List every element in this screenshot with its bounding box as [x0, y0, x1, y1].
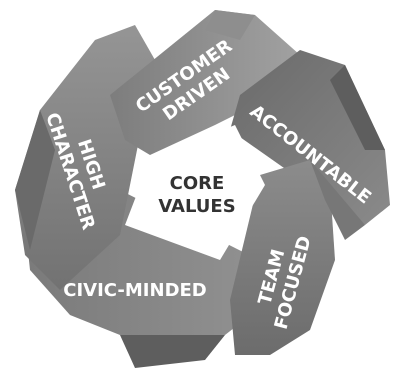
center-pentagon	[125, 125, 265, 260]
center-title-line1: CORE	[170, 173, 225, 194]
ribbon-band-customer-driven	[110, 10, 305, 155]
ribbon-band-team-focused	[230, 160, 365, 355]
label-civic-minded: CIVIC-MINDED	[63, 280, 206, 301]
civic-minded-line1: CIVIC-MINDED	[63, 280, 206, 301]
center-title-line2: VALUES	[158, 196, 235, 217]
ribbon-band-accountable	[230, 50, 390, 225]
